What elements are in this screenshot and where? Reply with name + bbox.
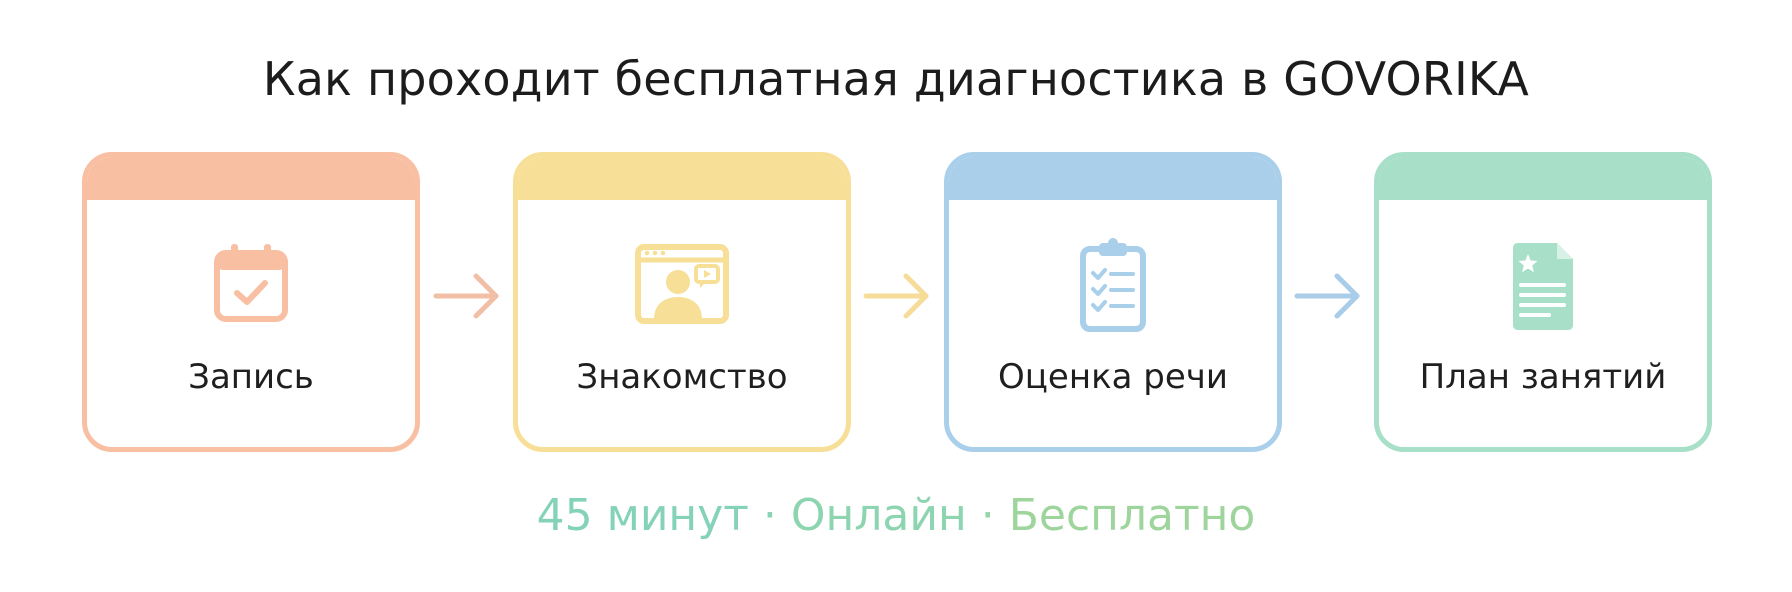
separator-dot: · bbox=[980, 490, 995, 541]
step-card-speech-assessment: Оценка речи bbox=[944, 152, 1282, 452]
step-card-lesson-plan: План занятий bbox=[1374, 152, 1712, 452]
format-text: Онлайн bbox=[790, 490, 967, 541]
separator-dot: · bbox=[762, 490, 777, 541]
calendar-check-icon bbox=[201, 235, 301, 335]
step-card-header bbox=[1379, 157, 1707, 200]
duration-text: 45 минут bbox=[536, 490, 749, 541]
video-call-icon bbox=[632, 235, 732, 335]
price-text: Бесплатно bbox=[1008, 490, 1256, 541]
step-card-header bbox=[949, 157, 1277, 200]
step-card-booking: Запись bbox=[82, 152, 420, 452]
step-label: Запись bbox=[188, 357, 314, 397]
arrow-right-icon bbox=[862, 268, 932, 324]
step-label: Знакомство bbox=[576, 357, 788, 397]
document-star-icon bbox=[1493, 235, 1593, 335]
step-label: Оценка речи bbox=[998, 357, 1228, 397]
footer-summary: 45 минут · Онлайн · Бесплатно bbox=[0, 490, 1792, 541]
step-card-introduction: Знакомство bbox=[513, 152, 851, 452]
step-label: План занятий bbox=[1419, 357, 1667, 397]
arrow-right-icon bbox=[1293, 268, 1363, 324]
step-card-header bbox=[87, 157, 415, 200]
step-card-header bbox=[518, 157, 846, 200]
arrow-right-icon bbox=[432, 268, 502, 324]
clipboard-checklist-icon bbox=[1063, 235, 1163, 335]
page-title: Как проходит бесплатная диагностика в GO… bbox=[262, 52, 1530, 106]
